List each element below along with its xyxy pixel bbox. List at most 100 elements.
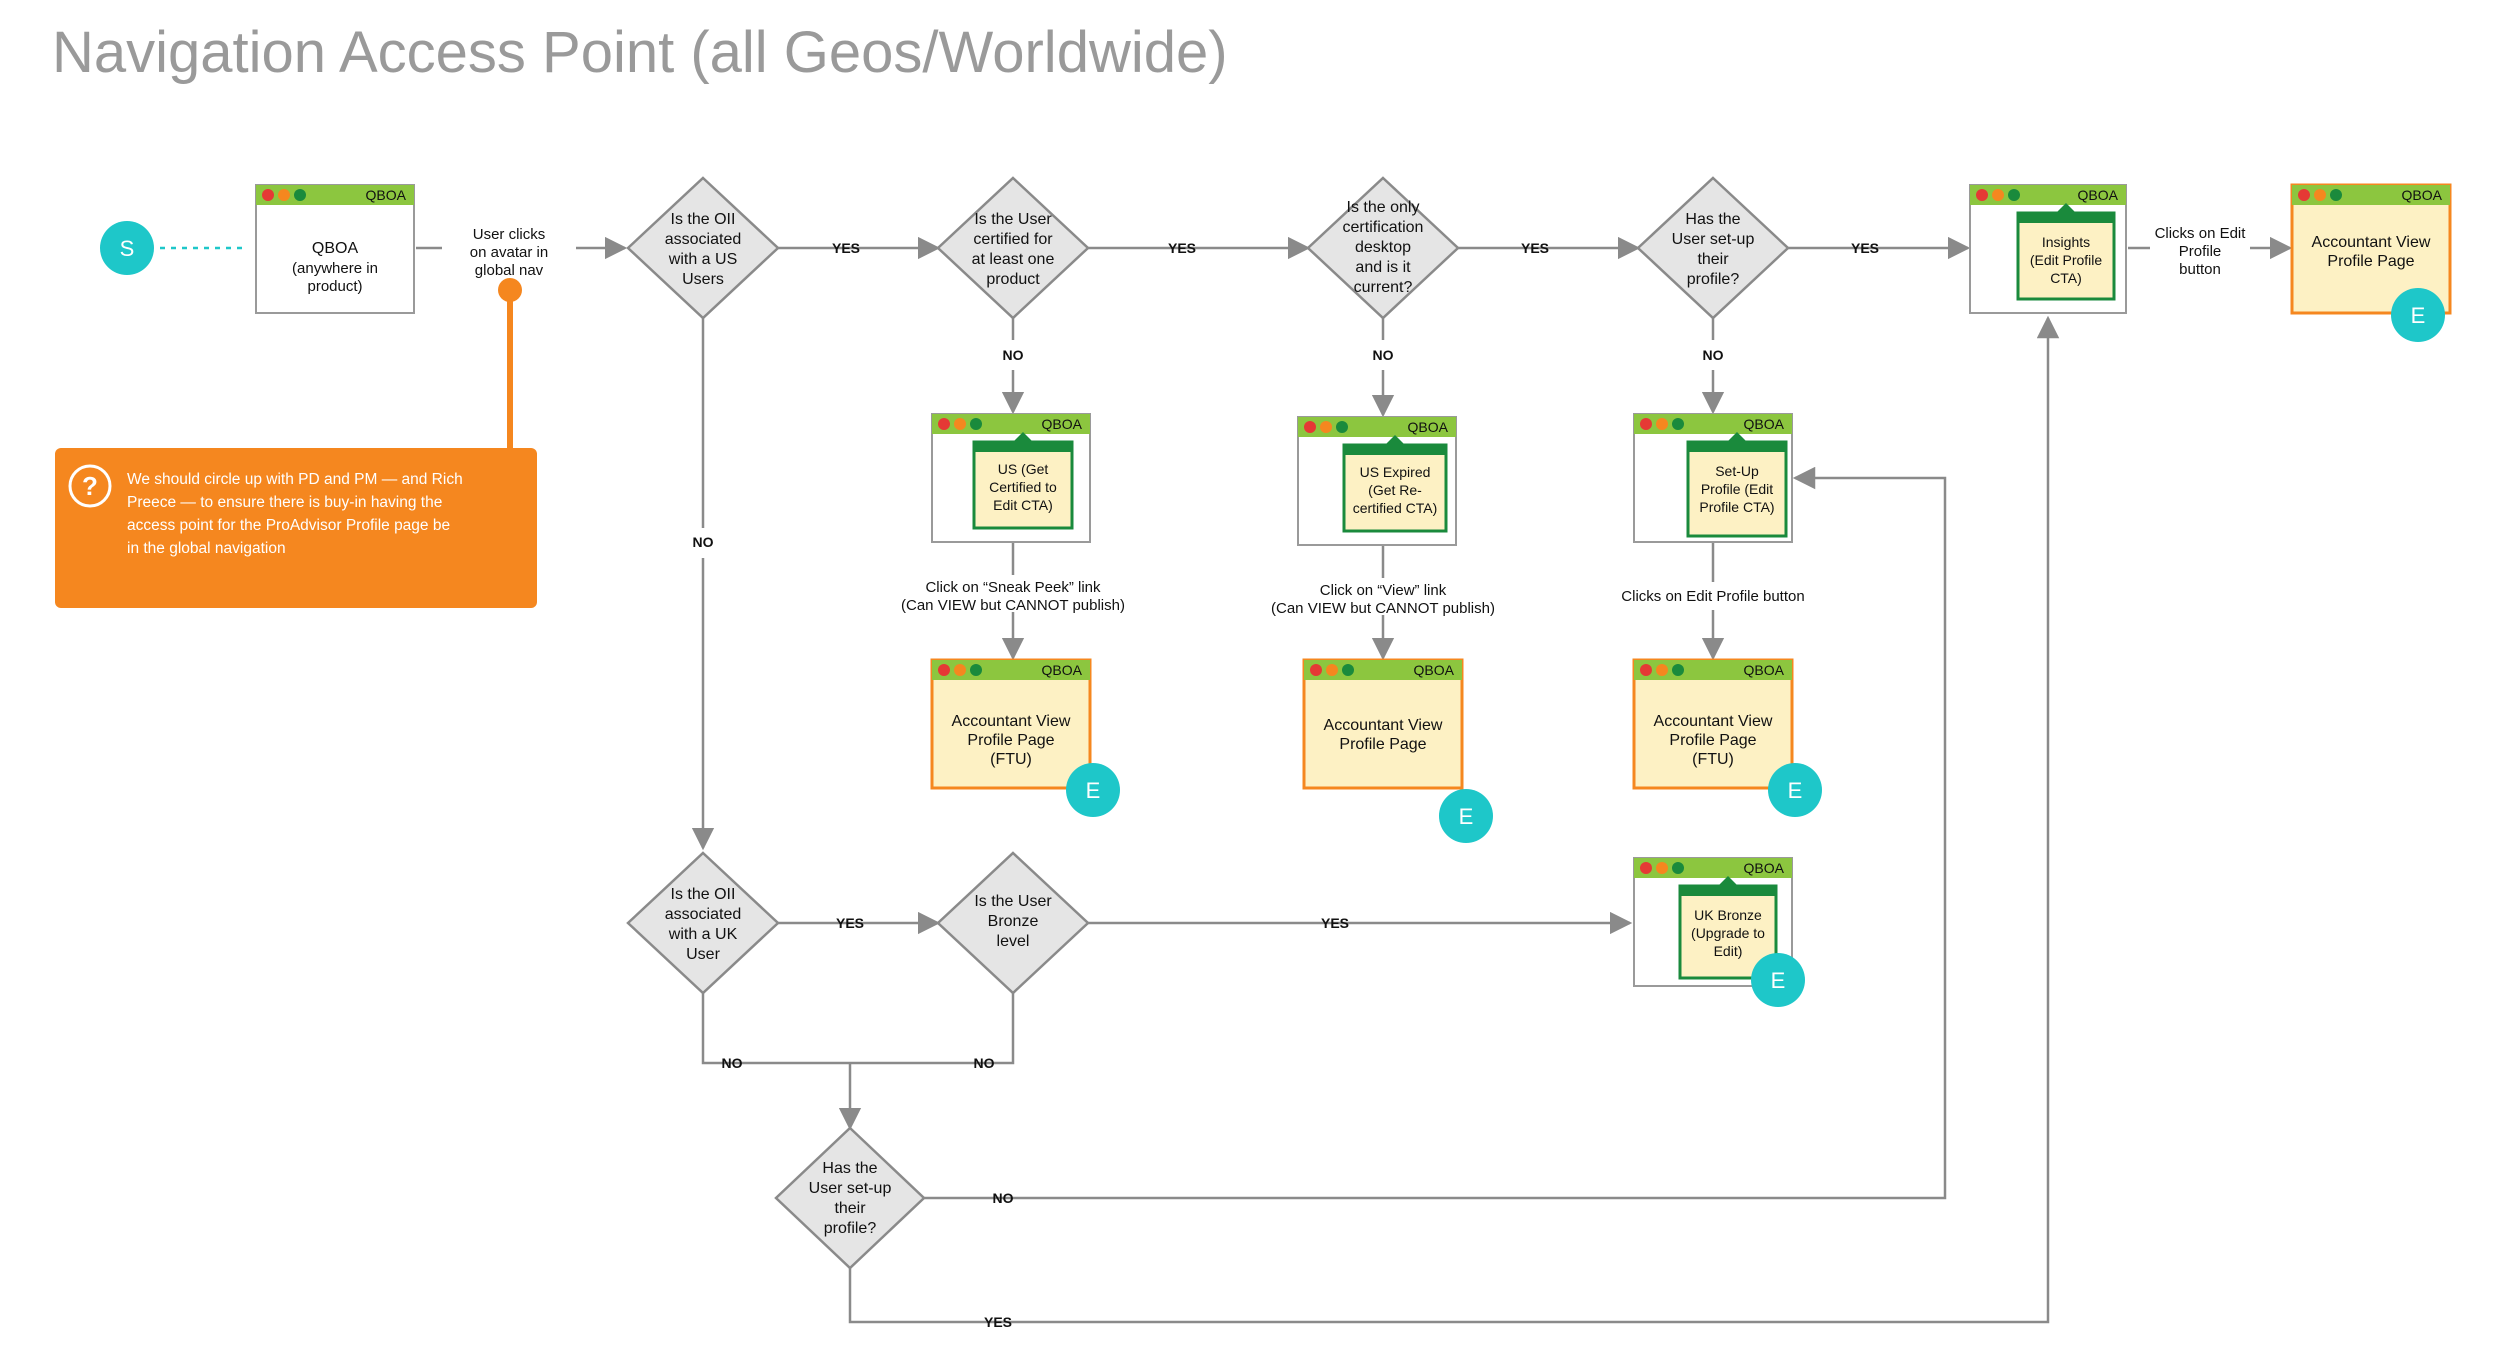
- decision-line: Users: [682, 271, 724, 288]
- decision-line: at least one: [972, 251, 1055, 268]
- end-page-line: Accountant View: [2312, 234, 2431, 251]
- end-marker: [2391, 288, 2445, 342]
- edge-label-yes: YES: [1851, 240, 1879, 256]
- decision-line: Bronze: [988, 913, 1039, 930]
- end-page-line: Profile Page: [1669, 732, 1756, 749]
- end-page-line: Accountant View: [1654, 713, 1773, 730]
- decision-line: associated: [665, 906, 742, 923]
- note-line: Clicks on Edit Profile button: [1621, 588, 1804, 605]
- callout-line: We should circle up with PD and PM — and…: [127, 471, 463, 488]
- cta-line: UK Bronze: [1694, 907, 1762, 923]
- browser-tag: QBOA: [1408, 419, 1449, 435]
- decision-line: their: [1697, 251, 1729, 268]
- page-title: Navigation Access Point (all Geos/Worldw…: [52, 20, 1228, 85]
- us-expired-window: QBOA US Expired (Get Re- certified CTA): [1297, 416, 1457, 546]
- cta-line: US (Get: [998, 461, 1049, 477]
- edge-label-no: NO: [722, 1055, 743, 1071]
- note-line: Click on “View” link: [1320, 582, 1447, 599]
- note-clicks-edit: Clicks on Edit Profile button: [2155, 225, 2247, 278]
- end-marker: [1768, 763, 1822, 817]
- connector-d6-no: [850, 993, 1015, 1065]
- callout-box: ? We should circle up with PD and PM — a…: [55, 448, 537, 608]
- end-page-line: Accountant View: [1324, 717, 1443, 734]
- note-line: Clicks on Edit: [2155, 225, 2247, 242]
- cta-line: Profile CTA): [1699, 499, 1774, 515]
- browser-tag: QBOA: [1042, 416, 1083, 432]
- cta-line: Certified to: [989, 479, 1057, 495]
- note-line: (Can VIEW but CANNOT publish): [901, 597, 1125, 614]
- cta-line: (Get Re-: [1368, 482, 1422, 498]
- decision-line: with a US: [668, 251, 737, 268]
- decision-d4: Has the User set-up their profile?: [1636, 176, 1790, 320]
- end-page-line: (FTU): [990, 751, 1032, 768]
- decision-line: User: [686, 946, 720, 963]
- edge-label-yes: YES: [1168, 240, 1196, 256]
- end-page-line: Profile Page: [2327, 253, 2414, 270]
- decision-line: Is the User: [974, 211, 1052, 228]
- end-marker-label: E: [1086, 778, 1101, 803]
- start-node: S: [100, 221, 154, 275]
- end-page-mid: QBOA Accountant View Profile Page E: [1302, 658, 1493, 843]
- decision-line: Is the User: [974, 893, 1052, 910]
- connector-d7-yes: [848, 315, 2060, 1324]
- end-page-ftu2: QBOA Accountant View Profile Page (FTU) …: [1632, 658, 1822, 817]
- question-icon: ?: [82, 471, 98, 501]
- start-label: S: [120, 236, 135, 261]
- browser-tag: QBOA: [1744, 860, 1785, 876]
- decision-line: and is it: [1355, 259, 1411, 276]
- user-clicks-note: User clicks on avatar in global nav: [470, 226, 548, 302]
- qboa-home-line: QBOA: [312, 240, 359, 257]
- end-page-line: Accountant View: [952, 713, 1071, 730]
- edge-label-no: NO: [1003, 347, 1024, 363]
- browser-tag: QBOA: [1744, 416, 1785, 432]
- cta-line: (Edit Profile: [2030, 252, 2103, 268]
- note-clicks-edit-btn: Clicks on Edit Profile button: [1621, 588, 1804, 605]
- edge-label-no: NO: [693, 534, 714, 550]
- callout-line: access point for the ProAdvisor Profile …: [127, 517, 450, 534]
- browser-tag: QBOA: [2078, 187, 2119, 203]
- browser-tag: QBOA: [1042, 662, 1083, 678]
- decision-line: User set-up: [809, 1180, 892, 1197]
- browser-tag: QBOA: [1744, 662, 1785, 678]
- cta-line: certified CTA): [1353, 500, 1438, 516]
- end-page-line: (FTU): [1692, 751, 1734, 768]
- qboa-home-line: product): [307, 278, 362, 295]
- note-sneak-peek: Click on “Sneak Peek” link (Can VIEW but…: [901, 579, 1125, 614]
- edge-label-yes: YES: [1321, 915, 1349, 931]
- decision-d6: Is the User Bronze level: [936, 851, 1090, 995]
- cta-line: CTA): [2050, 270, 2082, 286]
- end-page-top: QBOA Accountant View Profile Page E: [2290, 183, 2452, 342]
- edge-label-yes: YES: [984, 1314, 1012, 1330]
- end-page-line: Profile Page: [1339, 736, 1426, 753]
- cta-line: Edit CTA): [993, 497, 1053, 513]
- edge-label-yes: YES: [832, 240, 860, 256]
- decision-line: certification: [1343, 219, 1424, 236]
- end-page-line: Profile Page: [967, 732, 1054, 749]
- end-marker-label: E: [1771, 968, 1786, 993]
- end-marker: [1439, 789, 1493, 843]
- decision-line: associated: [665, 231, 742, 248]
- decision-line: Is the OII: [671, 886, 736, 903]
- callout-line: Preece — to ensure there is buy-in havin…: [127, 494, 442, 511]
- cta-line: Set-Up: [1715, 463, 1759, 479]
- browser-tag: QBOA: [366, 187, 407, 203]
- us-get-certified-window: QBOA US (Get Certified to Edit CTA): [931, 413, 1091, 543]
- decision-line: current?: [1354, 279, 1413, 296]
- decision-line: certified for: [973, 231, 1053, 248]
- cta-line: (Upgrade to: [1691, 925, 1765, 941]
- uk-bronze-window: QBOA UK Bronze (Upgrade to Edit) E: [1633, 857, 1805, 1007]
- cta-line: Edit): [1714, 943, 1743, 959]
- edge-label-yes: YES: [836, 915, 864, 931]
- end-marker: [1066, 763, 1120, 817]
- end-marker-label: E: [1459, 804, 1474, 829]
- insights-window: QBOA Insights (Edit Profile CTA): [1969, 184, 2127, 314]
- browser-tag: QBOA: [1414, 662, 1455, 678]
- edge-label-no: NO: [993, 1190, 1014, 1206]
- end-page-ftu1: QBOA Accountant View Profile Page (FTU) …: [930, 658, 1120, 817]
- decision-line: profile?: [824, 1220, 877, 1237]
- note-line: global nav: [475, 262, 544, 279]
- callout-line: in the global navigation: [127, 540, 286, 557]
- edge-label-no: NO: [974, 1055, 995, 1071]
- decision-line: desktop: [1355, 239, 1411, 256]
- decision-line: Is the only: [1347, 199, 1420, 216]
